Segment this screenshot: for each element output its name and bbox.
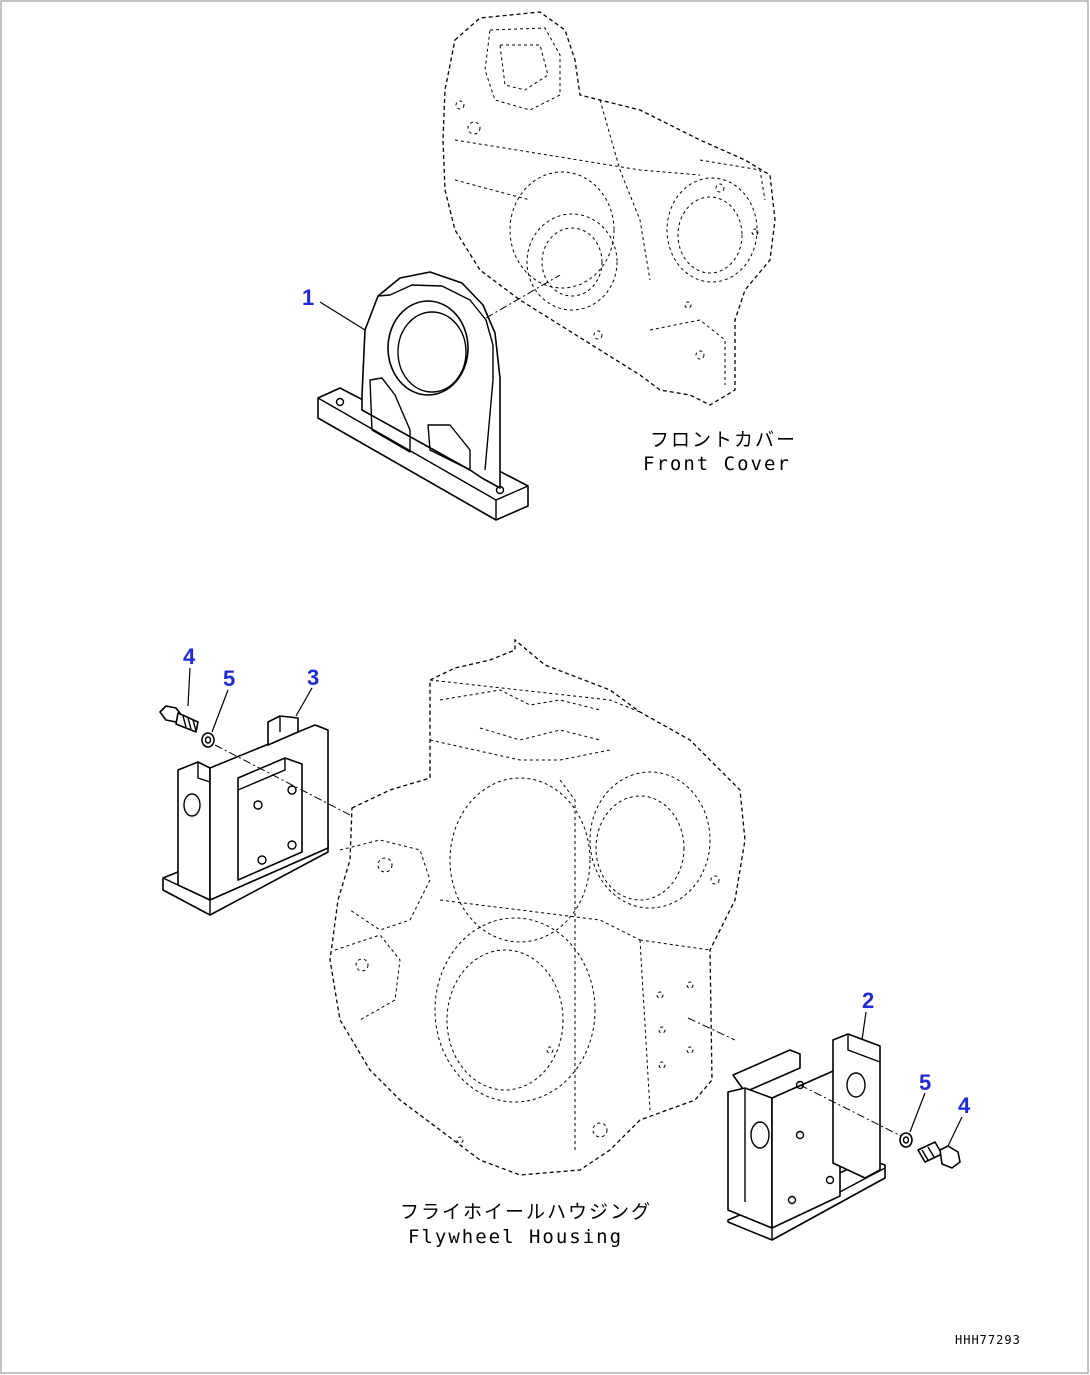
front-cover-caption-en: Front Cover	[643, 453, 791, 475]
flywheel-housing-caption-jp: フライホイールハウジング	[400, 1201, 652, 1223]
callout-part-3: 3	[307, 665, 319, 690]
callout-part-2: 2	[862, 988, 874, 1013]
callout-part-4-right: 4	[958, 1093, 971, 1118]
front-cover-outline	[442, 11, 776, 406]
front-support-bracket	[317, 271, 561, 521]
callout-part-4-left: 4	[183, 644, 196, 669]
left-mount-bracket	[162, 715, 351, 916]
right-bolt	[917, 1116, 963, 1169]
callout-part-5-left: 5	[223, 666, 235, 691]
leader-part-3	[295, 687, 313, 717]
callout-part-5-right: 5	[919, 1070, 931, 1095]
right-mount-bracket	[687, 1011, 906, 1241]
callout-part-1: 1	[302, 285, 314, 310]
flywheel-housing-caption-en: Flywheel Housing	[408, 1226, 623, 1248]
right-washer	[899, 1092, 926, 1148]
front-cover-caption-jp: フロントカバー	[650, 429, 797, 451]
left-washer	[201, 689, 229, 748]
flywheel-housing-outline	[329, 638, 746, 1176]
drawing-id: HHH77293	[955, 1333, 1021, 1347]
left-bolt	[159, 667, 199, 733]
